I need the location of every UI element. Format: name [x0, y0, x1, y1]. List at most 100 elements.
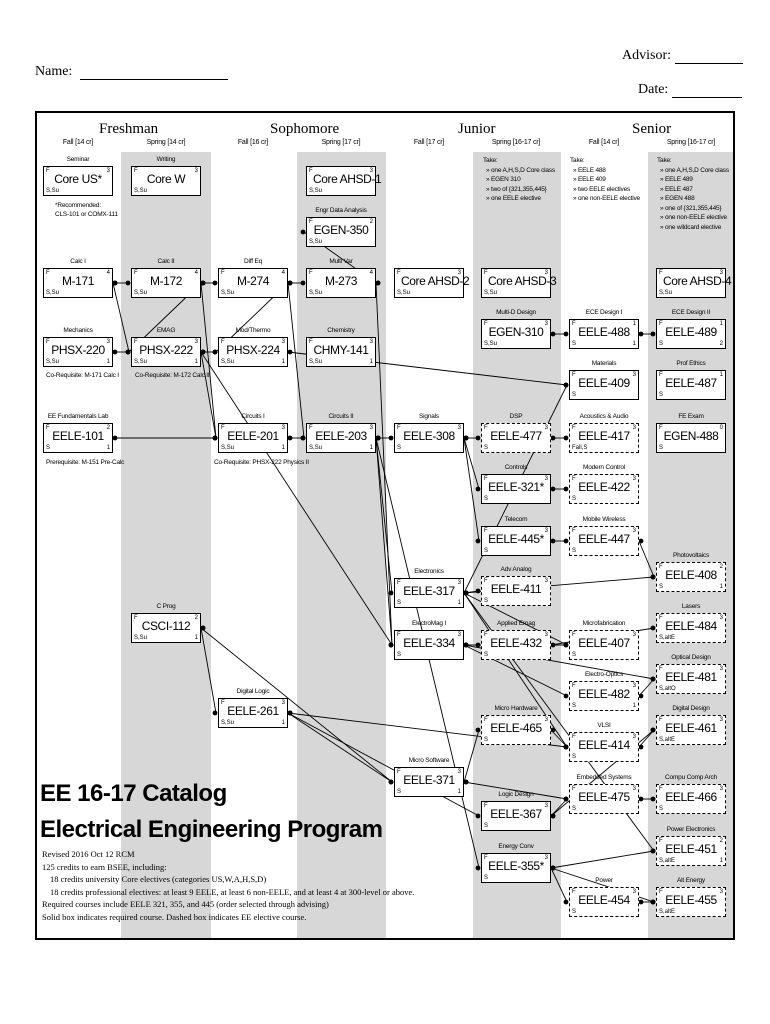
advisor-label: Advisor: [622, 48, 743, 64]
course-code: EELE-321* [488, 480, 544, 494]
course-title-label: Lasers [681, 603, 701, 610]
fall-marker: F [572, 372, 576, 378]
offered-terms: S [572, 652, 577, 658]
prereq-dot [563, 331, 569, 337]
course-code: EELE-261 [227, 704, 279, 718]
offered-terms: S [572, 496, 577, 502]
course-code: M-171 [61, 274, 94, 288]
credit-count: 3 [544, 528, 548, 534]
prereq-dot [550, 435, 556, 441]
name-field[interactable] [79, 65, 228, 80]
prereq-line [638, 729, 655, 748]
fall-marker: F [659, 270, 663, 276]
prereq-dot [287, 280, 293, 286]
course-code: EELE-411 [490, 582, 542, 596]
course-code: Core AHSD-2 [401, 274, 470, 288]
course-title-label: Adv Analog [500, 566, 532, 573]
offered-terms: S,Su [134, 635, 148, 641]
credit-count: 3 [544, 270, 548, 276]
prereq-dot [563, 693, 569, 699]
offered-terms: Fall,S [572, 445, 588, 451]
date-field[interactable] [671, 83, 742, 98]
fall-marker: F [397, 632, 401, 638]
fall-marker: F [134, 270, 138, 276]
fall-marker: F [572, 786, 576, 792]
course-code: CSCI-112 [141, 619, 191, 633]
offered-terms: S [484, 548, 489, 554]
prereq-dot [375, 435, 381, 441]
course-title-label: Calc II [157, 258, 175, 265]
take-item: » one A,H,S,D Core class [486, 166, 555, 174]
prereq-dot [300, 280, 306, 286]
course-title-label: Controls [504, 464, 528, 471]
prereq-dot [550, 727, 556, 733]
prereq-dot [112, 280, 118, 286]
prereq-dot [463, 642, 469, 648]
prereq-dot [638, 899, 644, 905]
course-title-label: Microfabrication [582, 620, 626, 627]
advisor-field[interactable] [674, 49, 743, 64]
prereq-dot [650, 676, 656, 682]
offered-terms: S,altE [659, 737, 676, 743]
prereq-dot [212, 349, 218, 355]
prereq-dot [388, 435, 394, 441]
offered-terms: S [484, 652, 489, 658]
prereq-line [200, 627, 393, 783]
prereq-dot [200, 280, 206, 286]
prereq-dot [563, 796, 569, 802]
